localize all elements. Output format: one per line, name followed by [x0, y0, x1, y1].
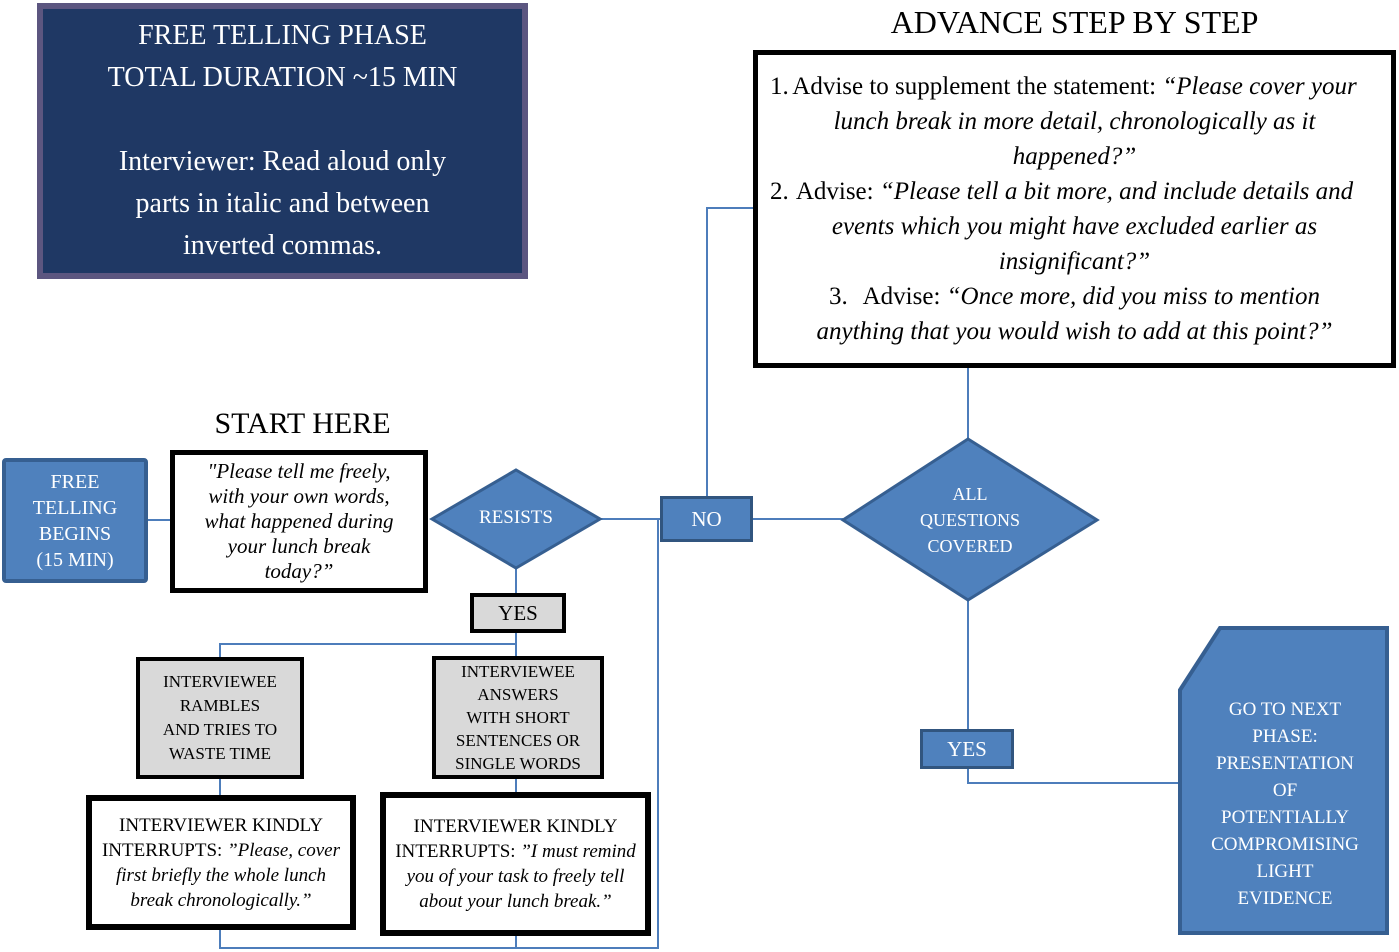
interrupt-left-lead: INTERVIEWER KINDLY INTERRUPTS:	[101, 814, 323, 861]
advance-item-1: 1. Advise to supplement the statement: “…	[770, 69, 1365, 174]
advance-item-2: 2. Advise: “Please tell a bit more, and …	[770, 174, 1365, 279]
interrupt-right-quote: ”I must remind you of your task to freel…	[406, 841, 636, 912]
interviewer-interrupts-left-box: INTERVIEWER KINDLY INTERRUPTS: ”Please, …	[86, 795, 356, 930]
resists-diamond-label: RESISTS	[479, 507, 553, 528]
advance-item-3-lead: Advise:	[862, 283, 941, 310]
interviewer-interrupts-right-box: INTERVIEWER KINDLY INTERRUPTS: ”I must r…	[380, 792, 651, 936]
yes-box-left: YES	[470, 593, 566, 633]
advance-item-1-lead: Advise to supplement the statement:	[792, 73, 1157, 100]
connector-yes-to-next-phase	[967, 600, 1186, 784]
connector-loop-back	[219, 519, 659, 949]
next-phase-shape	[1178, 626, 1389, 935]
advance-item-1-number: 1.	[770, 73, 789, 100]
advance-item-2-number: 2.	[770, 178, 789, 205]
advance-item-3-number: 3.	[829, 283, 848, 310]
advance-item-3: 3. Advise: “Once more, did you miss to m…	[784, 279, 1365, 349]
advance-step-box: 1. Advise to supplement the statement: “…	[753, 50, 1396, 368]
start-here-title: START HERE	[214, 407, 391, 440]
resists-diamond-shape	[429, 468, 603, 570]
advance-title: ADVANCE STEP BY STEP	[890, 4, 1259, 40]
advance-item-2-quote: “Please tell a bit more, and include det…	[831, 178, 1354, 275]
yes-box-right: YES	[920, 729, 1014, 769]
prompt-box: "Please tell me freely,with your own wor…	[170, 450, 428, 593]
interrupt-right-lead: INTERVIEWER KINDLY INTERRUPTS:	[395, 816, 618, 862]
no-box: NO	[660, 496, 753, 542]
interrupt-left-quote: ”Please, cover first briefly the whole l…	[115, 839, 340, 911]
all-questions-diamond-shape	[840, 437, 1100, 602]
advance-item-2-lead: Advise:	[795, 178, 874, 205]
connector-no-to-advance	[706, 207, 753, 519]
connector-lines	[145, 207, 1186, 949]
advance-item-1-quote: “Please cover your lunch break in more d…	[833, 73, 1357, 170]
advance-item-3-quote: “Once more, did you miss to mention anyt…	[816, 283, 1333, 345]
connector-branch-left	[219, 643, 516, 657]
